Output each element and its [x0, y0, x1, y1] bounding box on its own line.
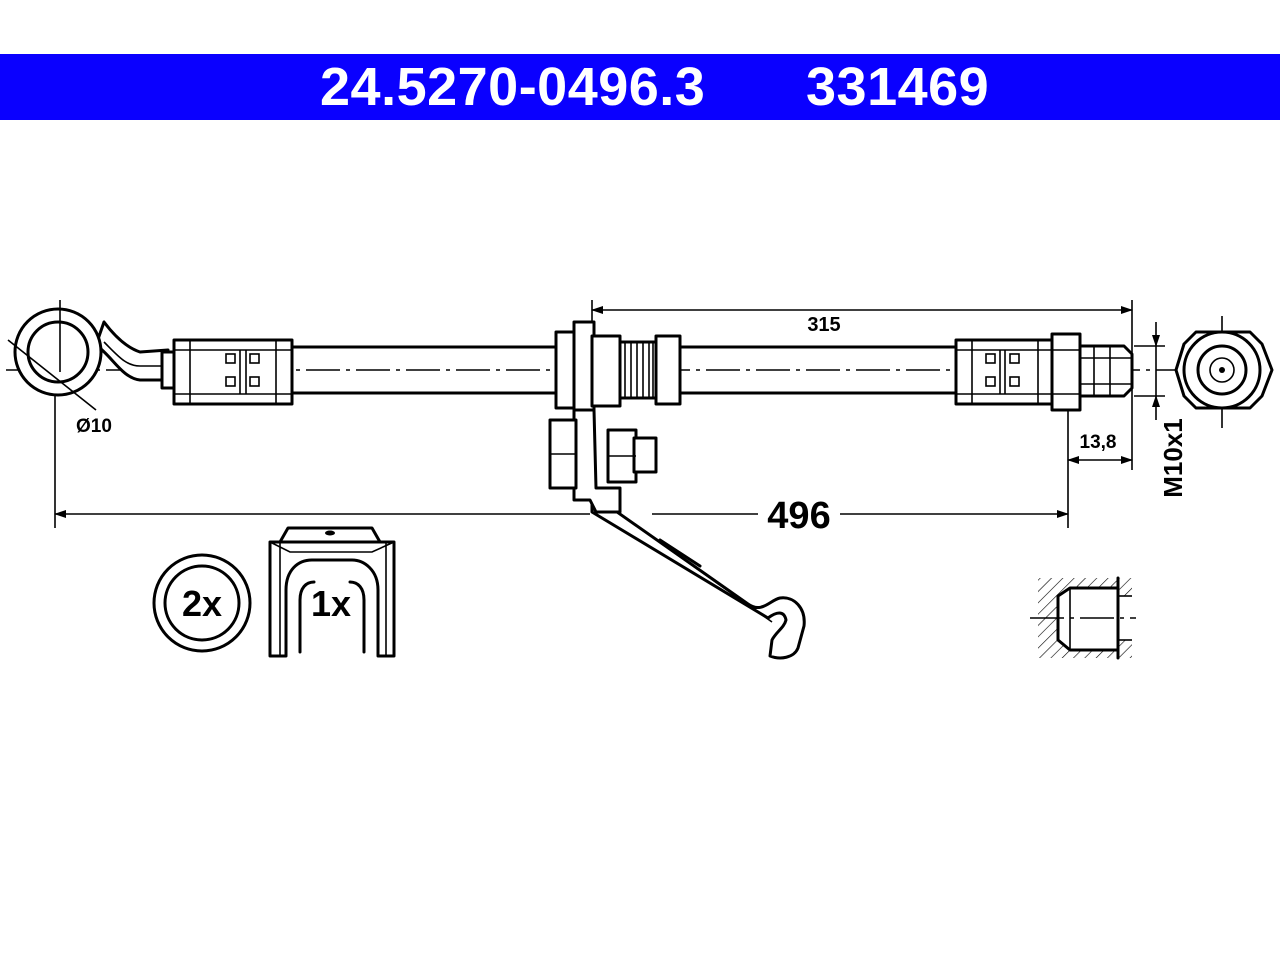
crimp-sleeve — [618, 334, 682, 406]
reference-number: 331469 — [806, 57, 990, 117]
mounting-bracket — [548, 320, 806, 660]
dim-fitting-length: 13,8 — [1080, 432, 1117, 453]
male-thread-fitting — [1050, 332, 1134, 412]
left-ferrule — [160, 338, 294, 406]
u-clip-drawing — [268, 526, 396, 658]
port-section-view — [1030, 576, 1136, 660]
clip-quantity: 2x — [182, 583, 222, 624]
dim-eye-diameter: Ø10 — [76, 416, 112, 437]
banjo-eye-fitting — [7, 300, 170, 411]
part-number: 24.5270-0496.3 — [320, 57, 706, 117]
dim-thread: M10x1 — [1158, 418, 1188, 498]
dim-hose-length: 315 — [807, 314, 840, 336]
clip-quantity-badge — [152, 553, 252, 653]
dim-overall-length: 496 — [767, 495, 830, 537]
end-view-hex — [1174, 316, 1274, 428]
bracket-quantity: 1x — [311, 583, 351, 624]
hose-body — [290, 345, 958, 395]
right-ferrule — [954, 338, 1054, 406]
header-banner: 24.5270-0496.3 331469 — [0, 54, 1280, 120]
